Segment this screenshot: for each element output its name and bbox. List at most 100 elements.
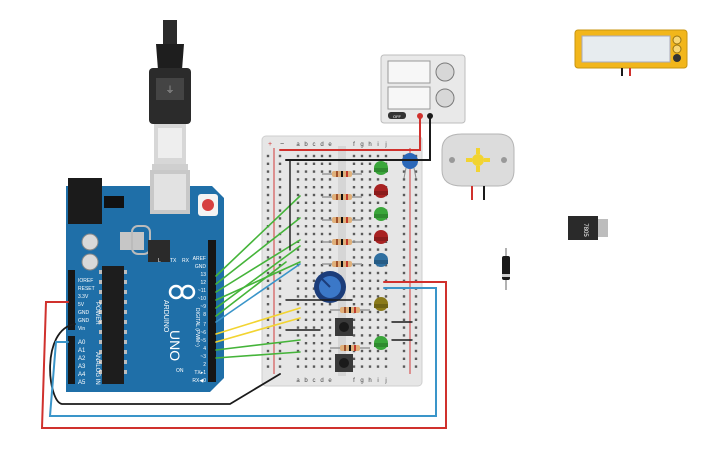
wire-green-3 [215, 351, 301, 359]
pin-label-8: 8 [203, 312, 206, 318]
wire-green-11 [215, 239, 301, 293]
dc-jack [68, 178, 102, 224]
wire-supply-red [279, 115, 421, 151]
power-supply[interactable]: OFF [380, 54, 466, 124]
pin-label-13: 13 [200, 272, 206, 278]
svg-text:f: f [353, 378, 355, 384]
pin-label-ioref: IOREF [78, 278, 93, 284]
svg-text:e: e [328, 142, 332, 148]
svg-text:e: e [328, 378, 332, 384]
wire-green-9 [215, 245, 301, 309]
pin-label-a2: A2 [78, 356, 86, 362]
svg-text:f: f [353, 142, 355, 148]
pin-label-11: ~11 [198, 288, 206, 294]
svg-text:d: d [320, 378, 323, 384]
pin-label-5v: 5V [78, 302, 85, 308]
pin-label-gnd2: GND [78, 318, 90, 324]
pin-label-10: ~10 [198, 296, 207, 302]
arduino-brand: ARDUINO [162, 300, 169, 333]
svg-text:g: g [360, 142, 363, 148]
arduino-uno[interactable]: ARDUINO UNO DIGITAL (PWM~) POWER ANALOG … [66, 170, 224, 392]
resistor-1[interactable] [322, 171, 362, 177]
svg-text:h: h [368, 142, 371, 148]
power-label: POWER [94, 302, 100, 325]
pin-label-a5: A5 [78, 380, 86, 386]
led-yellow[interactable] [374, 297, 388, 311]
wire-blue-loop [48, 287, 437, 417]
wire-green-10 [215, 261, 301, 301]
analog-pin-labels: A0 A1 A2 A3 A4 A5 [78, 340, 86, 386]
dc-motor[interactable] [441, 133, 515, 200]
resistor-7[interactable] [330, 345, 370, 351]
resistor-5[interactable] [322, 261, 362, 267]
pin-label-6: ~6 [200, 330, 206, 336]
wire-red-5v [40, 281, 447, 429]
push-button-1[interactable] [335, 318, 353, 336]
pin-label-a1: A1 [78, 348, 86, 354]
pin-label-5: ~5 [200, 338, 206, 344]
wire-yellow-6 [215, 307, 301, 335]
wire-black-ground [49, 323, 281, 405]
pin-label-gnd: GND [195, 264, 207, 270]
resistor-3[interactable] [322, 217, 362, 223]
svg-text:a: a [296, 142, 300, 148]
analog-header [68, 336, 75, 384]
column-labels-bottom: a b c d e f g h i j [296, 378, 386, 384]
resistor-4[interactable] [322, 239, 362, 245]
svg-text:a: a [296, 378, 300, 384]
pin-label-reset: RESET [78, 286, 95, 292]
potentiometer[interactable] [314, 271, 346, 303]
wire-yellow-5 [215, 317, 301, 343]
wires[interactable] [40, 115, 447, 429]
led-green-1[interactable] [374, 161, 388, 175]
pin-label-vin: Vin [78, 326, 85, 332]
digital-header [208, 240, 216, 382]
svg-text:i: i [377, 378, 378, 384]
pin-label-gnd1: GND [78, 310, 90, 316]
pin-label-4: 4 [203, 346, 206, 352]
pin-label-7: 7 [203, 322, 206, 328]
power-switch[interactable] [388, 112, 406, 119]
rail-minus-label: − [280, 141, 284, 148]
voltage-regulator[interactable]: 7805 [568, 216, 608, 240]
wire-green-12 [215, 217, 301, 285]
analog-label: ANALOG IN [94, 352, 100, 385]
power-pin-labels: IOREF RESET 3.3V 5V GND GND Vin [78, 278, 95, 332]
led-red-1[interactable] [374, 184, 388, 198]
pin-label-9: ~9 [200, 304, 206, 310]
led-green-3[interactable] [374, 336, 388, 350]
resistor-2[interactable] [322, 194, 362, 200]
rail-plus-label: + [268, 141, 272, 148]
diode[interactable] [502, 248, 510, 290]
led-green-2[interactable] [374, 207, 388, 221]
pin-label-a3: A3 [78, 364, 86, 370]
wire-green-13 [215, 195, 301, 277]
svg-text:h: h [368, 378, 371, 384]
digital-label: DIGITAL (PWM~) [194, 308, 200, 347]
board-name: UNO [167, 330, 183, 361]
regulator-label: 7805 [582, 223, 588, 237]
usb-cable[interactable]: ⏚ [149, 20, 191, 174]
svg-text:b: b [304, 378, 308, 384]
resistor-6[interactable] [330, 307, 370, 313]
pin-label-3: ~3 [200, 354, 206, 360]
svg-text:j: j [384, 378, 386, 384]
column-labels-top: a b c d e f g h i j [296, 142, 386, 148]
power-header [68, 270, 75, 330]
led-red-2[interactable] [374, 230, 388, 244]
pin-label-3v3: 3.3V [78, 294, 89, 300]
svg-text:⏚: ⏚ [165, 85, 174, 95]
svg-text:c: c [313, 378, 316, 384]
lcd-display[interactable] [574, 29, 688, 76]
svg-text:j: j [384, 142, 386, 148]
svg-text:d: d [320, 142, 323, 148]
push-button-2[interactable] [335, 354, 353, 372]
led-label-rx: RX [182, 258, 190, 264]
led-blue[interactable] [374, 253, 388, 267]
wire-green-4 [215, 339, 301, 351]
svg-text:g: g [360, 378, 363, 384]
digital-pin-labels: AREF GND 13 12 ~11 ~10 ~9 8 7 ~6 ~5 4 ~3… [192, 256, 206, 384]
wire-supply-black [285, 115, 431, 161]
atmega-chip [102, 266, 124, 384]
